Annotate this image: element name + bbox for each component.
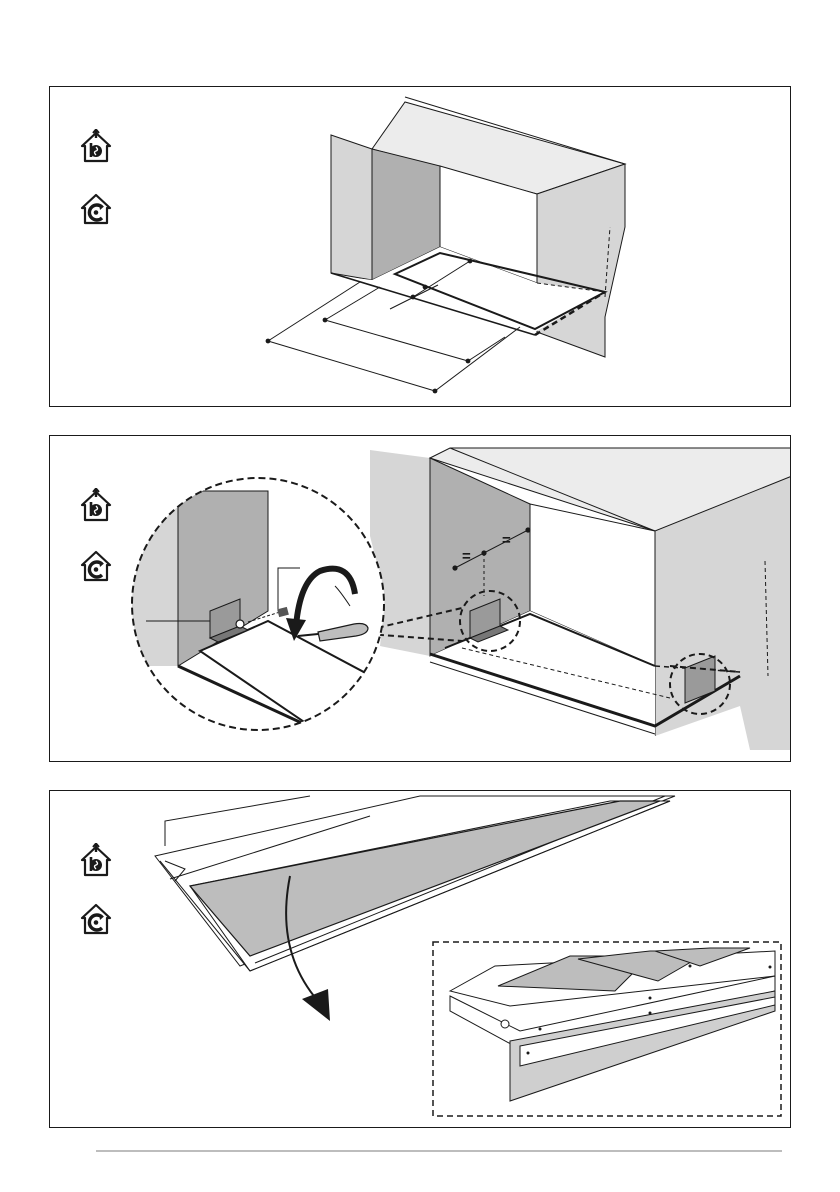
svg-text:=: = xyxy=(502,532,511,549)
page-footer-rule xyxy=(96,1150,782,1152)
figure-panel-filter-insertion xyxy=(49,790,791,1128)
filter-panel-illustration xyxy=(50,791,791,1128)
cabinet-cutout-illustration xyxy=(50,87,791,407)
figure-panel-cutout-dimensions xyxy=(49,86,791,407)
bracket-installation-illustration: = = xyxy=(50,436,791,762)
figure-panel-bracket-fixing: = = xyxy=(49,435,791,762)
svg-text:=: = xyxy=(462,548,471,565)
